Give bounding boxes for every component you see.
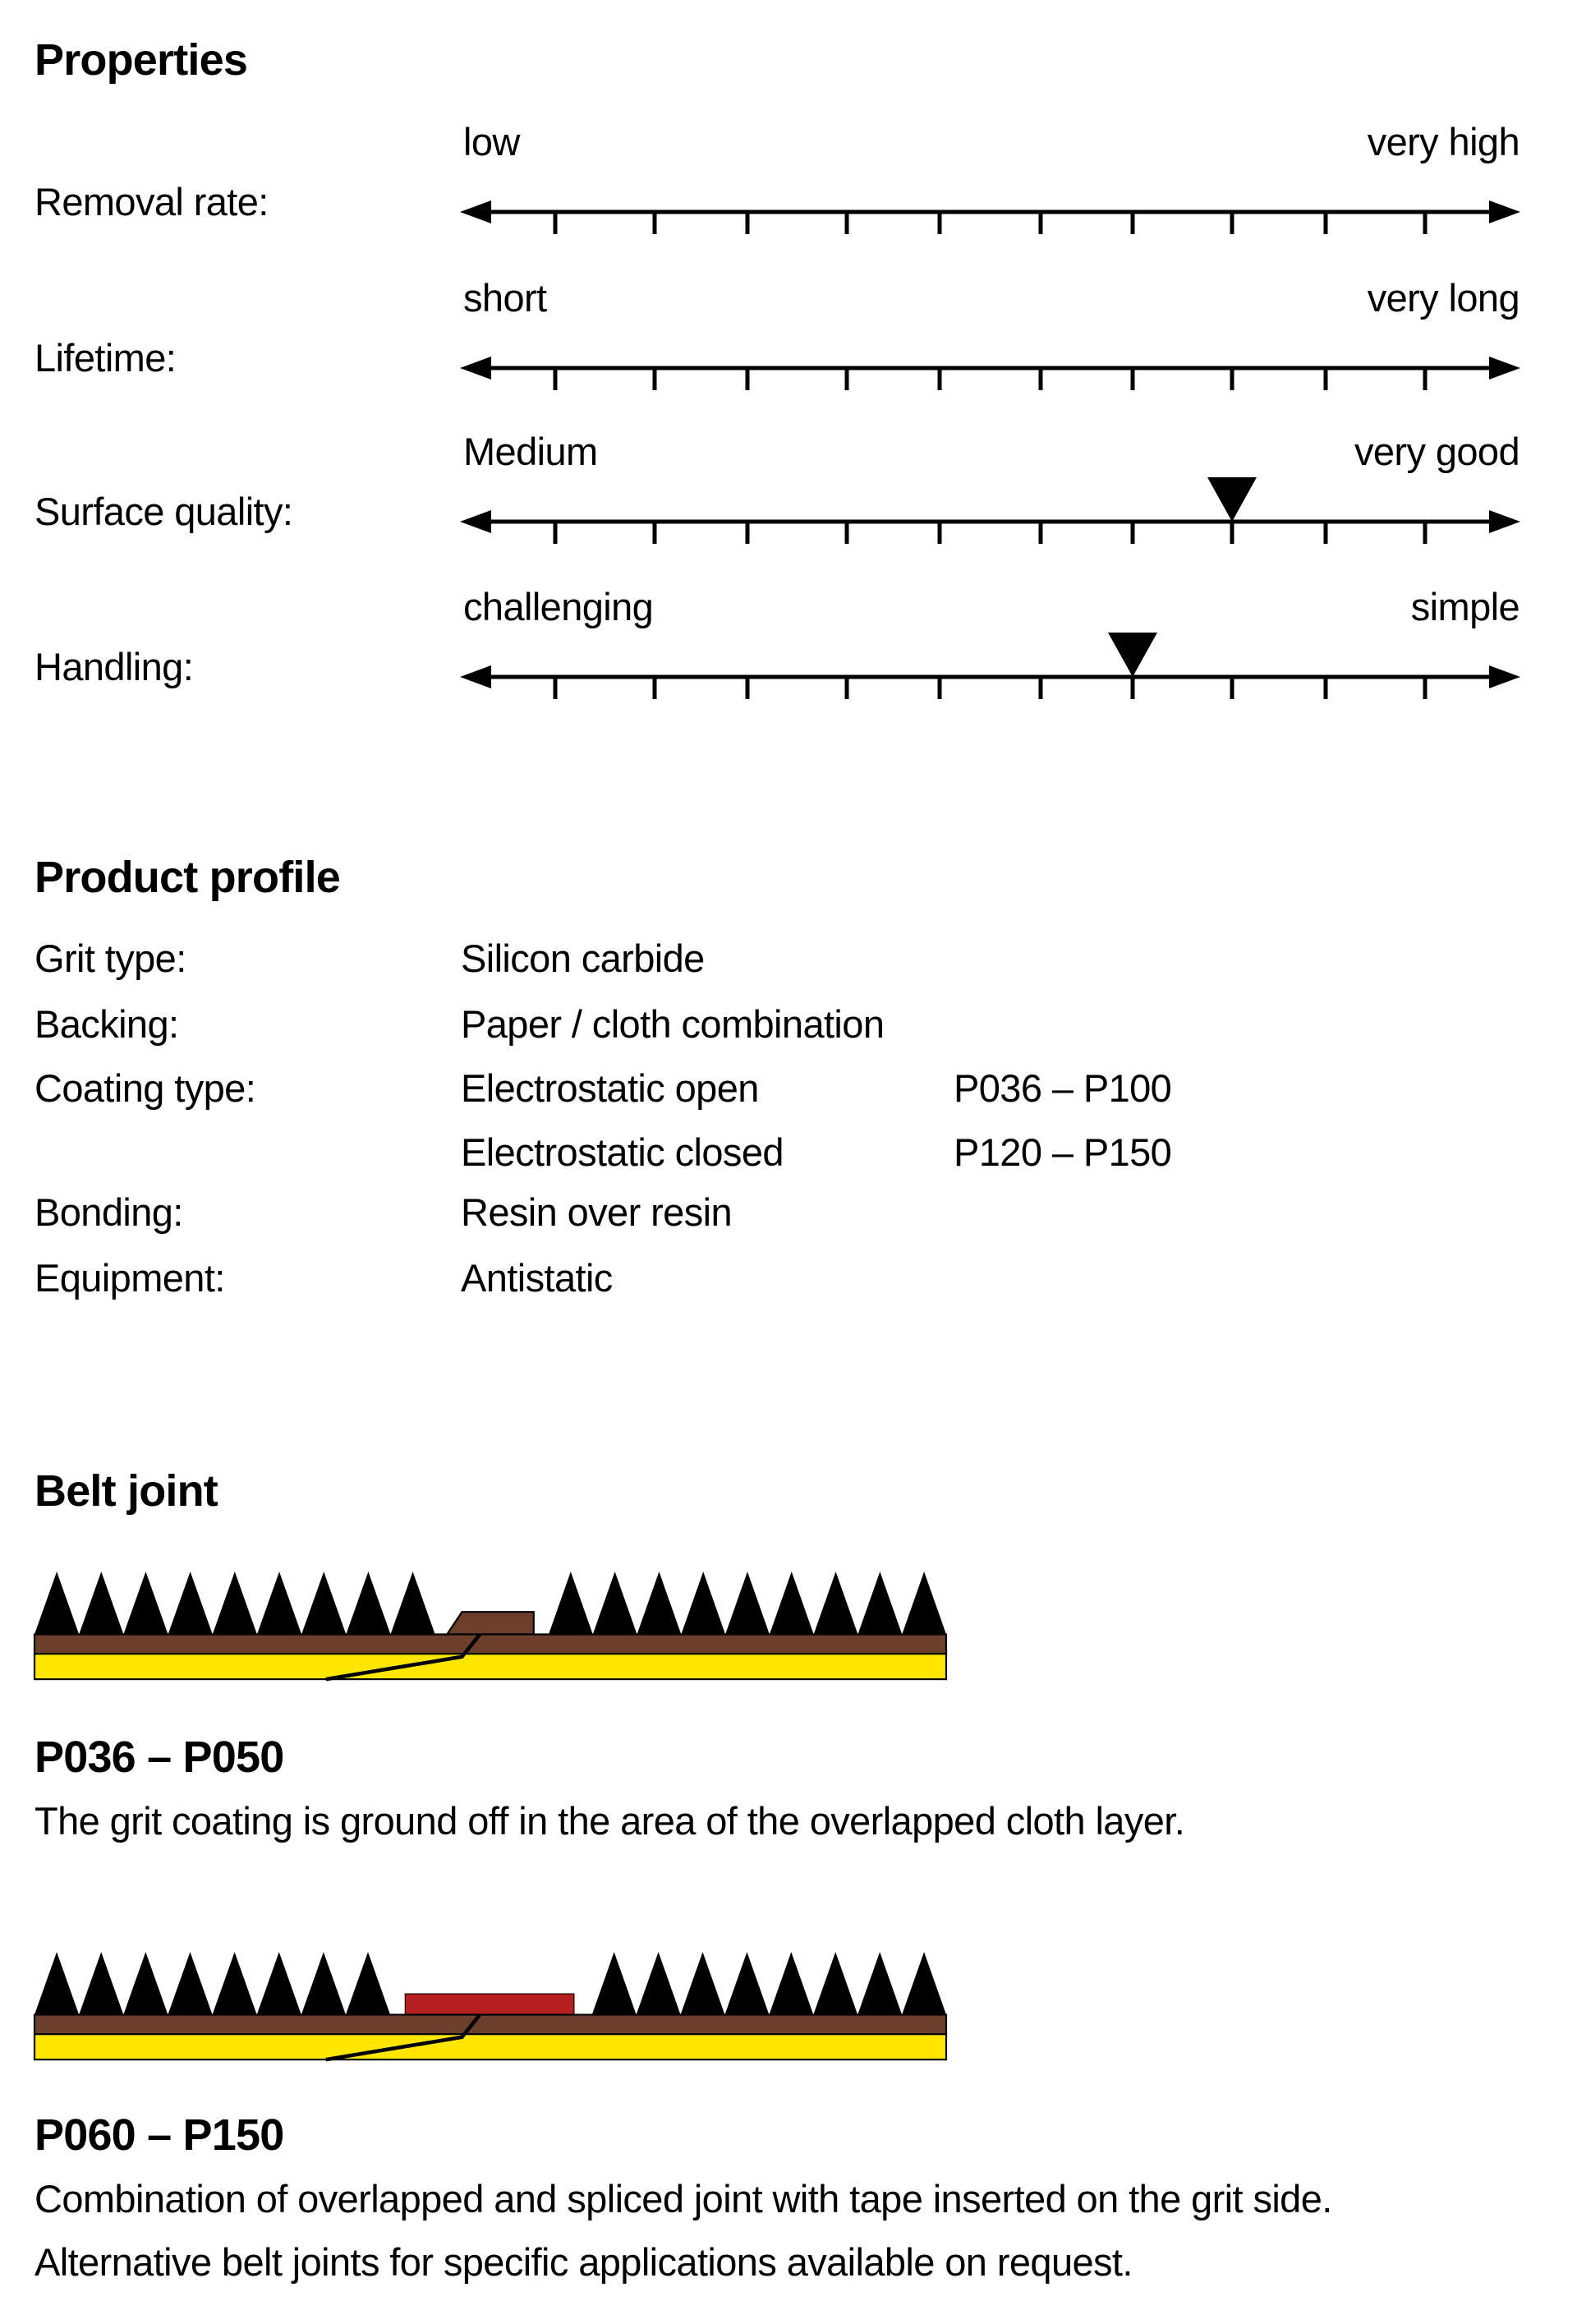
grit-tooth [725,1572,770,1635]
grit-tooth [34,1572,80,1635]
grit-tooth [390,1572,435,1635]
arrow-right-icon [1489,357,1520,380]
paper-layer [33,2033,948,2061]
grit-tooth [34,1952,80,2015]
grit-tooth [680,1952,725,2015]
tape [404,1993,575,2016]
splice-line [325,2013,482,2062]
joint-range-1: P036 – P050 [34,1733,284,1782]
scale-max-label: very long [1367,276,1520,320]
grit-tooth [79,1952,124,2015]
grit-tooth [123,1952,168,2015]
scale-max-label: very high [1367,120,1520,163]
scale-lifetime [460,357,1520,390]
grit-tooth [592,1572,637,1635]
grit-tooth [301,1572,347,1635]
grit-tooth [168,1572,213,1635]
profile-extra: P036 – P100 [954,1066,1172,1110]
profile-value: Electrostatic closed [461,1130,784,1174]
profile-label: Coating type: [34,1066,256,1110]
grit-tooth [769,1952,814,2015]
grit-tooth [346,1572,391,1635]
scale-label-removal-rate: Removal rate: [34,180,269,223]
cloth-layer [33,2013,948,2036]
grit-tooth [548,1572,593,1635]
cloth-layer [33,1633,948,1655]
grit-tooth [813,1952,858,2015]
profile-label: Grit type: [34,937,186,980]
grit-tooth [79,1572,124,1635]
scale-min-label: short [463,276,547,320]
belt-joint-diagram-overlap [33,1572,948,1682]
grit-tooth [345,1952,391,2015]
profile-label: Equipment: [34,1256,225,1300]
joint-description-2-line-2: Alternative belt joints for specific app… [34,2240,1133,2284]
grit-tooth [769,1572,814,1635]
arrow-right-icon [1489,665,1520,688]
overlap-cloth-bump [445,1611,535,1636]
arrow-right-icon [1489,510,1520,533]
grit-tooth [591,1952,637,2015]
grit-tooth [902,1952,946,2015]
arrow-left-icon [460,510,491,533]
rating-marker-icon [1108,633,1157,677]
scale-min-label: Medium [463,430,598,473]
profile-value: Silicon carbide [461,937,705,980]
paper-layer [33,1653,948,1681]
splice-line [325,1633,482,1682]
grit-teeth [34,1952,946,2015]
grit-tooth [857,1952,903,2015]
arrow-left-icon [460,200,491,223]
profile-label: Backing: [34,1002,179,1046]
grit-tooth [256,1572,302,1635]
grit-tooth [637,1572,682,1635]
arrow-right-icon [1489,200,1520,223]
scale-max-label: simple [1410,585,1520,628]
grit-teeth [34,1572,946,1635]
grit-tooth [168,1952,213,2015]
grit-tooth [902,1572,946,1635]
product-profile-heading: Product profile [34,853,341,902]
grit-tooth [636,1952,681,2015]
rating-marker-icon [1207,477,1257,522]
joint-range-2: P060 – P150 [34,2110,284,2160]
profile-value: Electrostatic open [461,1066,759,1110]
profile-extra: P120 – P150 [954,1130,1172,1174]
scale-handling [460,633,1520,699]
scale-surface-quality [460,477,1520,544]
scale-removal-rate [460,200,1520,234]
scale-min-label: challenging [463,585,654,628]
grit-tooth [681,1572,726,1635]
grit-tooth [857,1572,903,1635]
profile-label: Bonding: [34,1190,183,1234]
grit-tooth [301,1952,346,2015]
properties-heading: Properties [34,35,248,85]
grit-tooth [212,1572,257,1635]
joint-description-2-line-1: Combination of overlapped and spliced jo… [34,2177,1332,2220]
profile-value: Resin over resin [461,1190,733,1234]
scale-label-handling: Handling: [34,645,194,688]
scale-max-label: very good [1354,430,1520,473]
grit-tooth [123,1572,168,1635]
scale-label-lifetime: Lifetime: [34,336,177,380]
joint-description-1: The grit coating is ground off in the ar… [34,1799,1185,1843]
scale-min-label: low [463,120,520,163]
grit-tooth [724,1952,770,2015]
grit-tooth [256,1952,301,2015]
grit-tooth [212,1952,257,2015]
belt-joint-diagram-tape [33,1952,948,2062]
arrow-left-icon [460,665,491,688]
belt-joint-heading: Belt joint [34,1466,218,1516]
profile-value: Paper / cloth combination [461,1002,885,1046]
arrow-left-icon [460,357,491,380]
profile-value: Antistatic [461,1256,613,1300]
scale-label-surface-quality: Surface quality: [34,490,293,533]
grit-tooth [813,1572,858,1635]
